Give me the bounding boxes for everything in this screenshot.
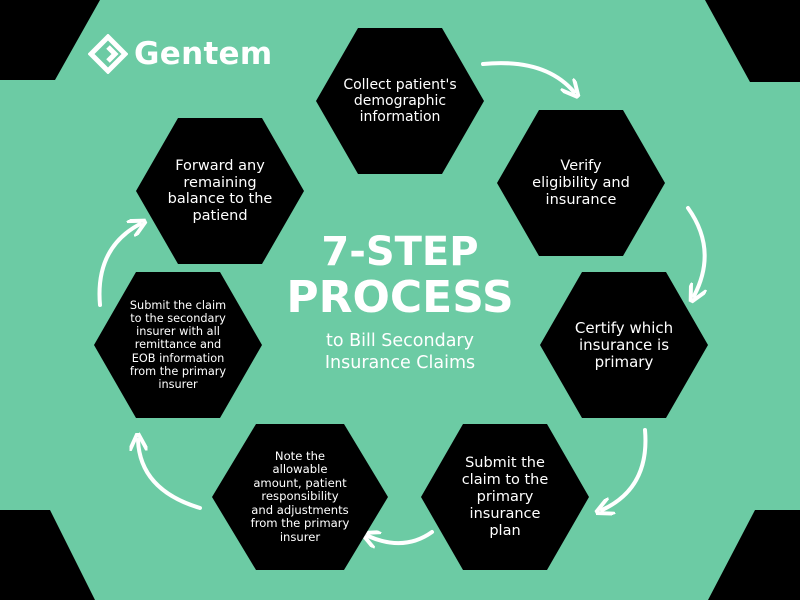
step-1-text: Collect patient's demographic informatio… [343, 77, 457, 125]
arrow-step4-to-step5 [368, 530, 434, 543]
step-2-text: Verify eligibility and insurance [532, 157, 630, 208]
step-4-text: Submit the claim to the primary insuranc… [461, 454, 549, 539]
corner-top-left [0, 0, 100, 80]
corner-bottom-right [708, 510, 800, 600]
title-line-1: 7-STEP [321, 229, 479, 275]
step-7-text: Forward any remaining balance to the pat… [167, 158, 273, 224]
corner-bottom-left [0, 510, 95, 600]
arrow-step6-to-step7 [97, 224, 141, 307]
corner-top-right [705, 0, 800, 82]
brand-logo: Gentem [88, 34, 273, 74]
arrow-step1-to-step2 [481, 61, 574, 92]
step-6-text: Submit the claim to the secondary insure… [129, 298, 227, 391]
step-5-text: Note the allowable amount, patient respo… [250, 448, 350, 544]
step-6-hexagon: Submit the claim to the secondary insure… [94, 272, 262, 418]
subtitle: to Bill Secondary Insurance Claims [324, 331, 476, 373]
title-line-2: PROCESS [286, 272, 514, 323]
step-3-text: Certify which insurance is primary [574, 318, 674, 371]
brand-name: Gentem [134, 36, 273, 72]
arrow-step5-to-step6 [138, 440, 202, 510]
step-3-hexagon: Certify which insurance is primary [540, 272, 708, 418]
arrow-step2-to-step3 [686, 206, 705, 296]
gentem-logo-icon [88, 34, 128, 74]
arrow-step3-to-step4 [602, 428, 648, 510]
